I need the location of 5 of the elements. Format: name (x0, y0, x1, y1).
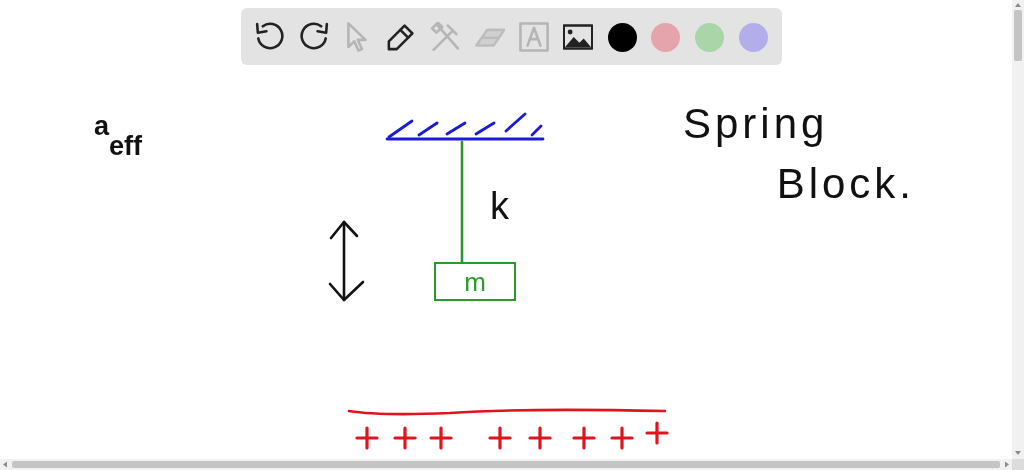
title-text: Spring Block. (683, 99, 915, 209)
block-label: m (464, 268, 486, 295)
hatched-ceiling (385, 111, 545, 142)
spring-line (460, 140, 464, 264)
mass-block (434, 262, 516, 301)
